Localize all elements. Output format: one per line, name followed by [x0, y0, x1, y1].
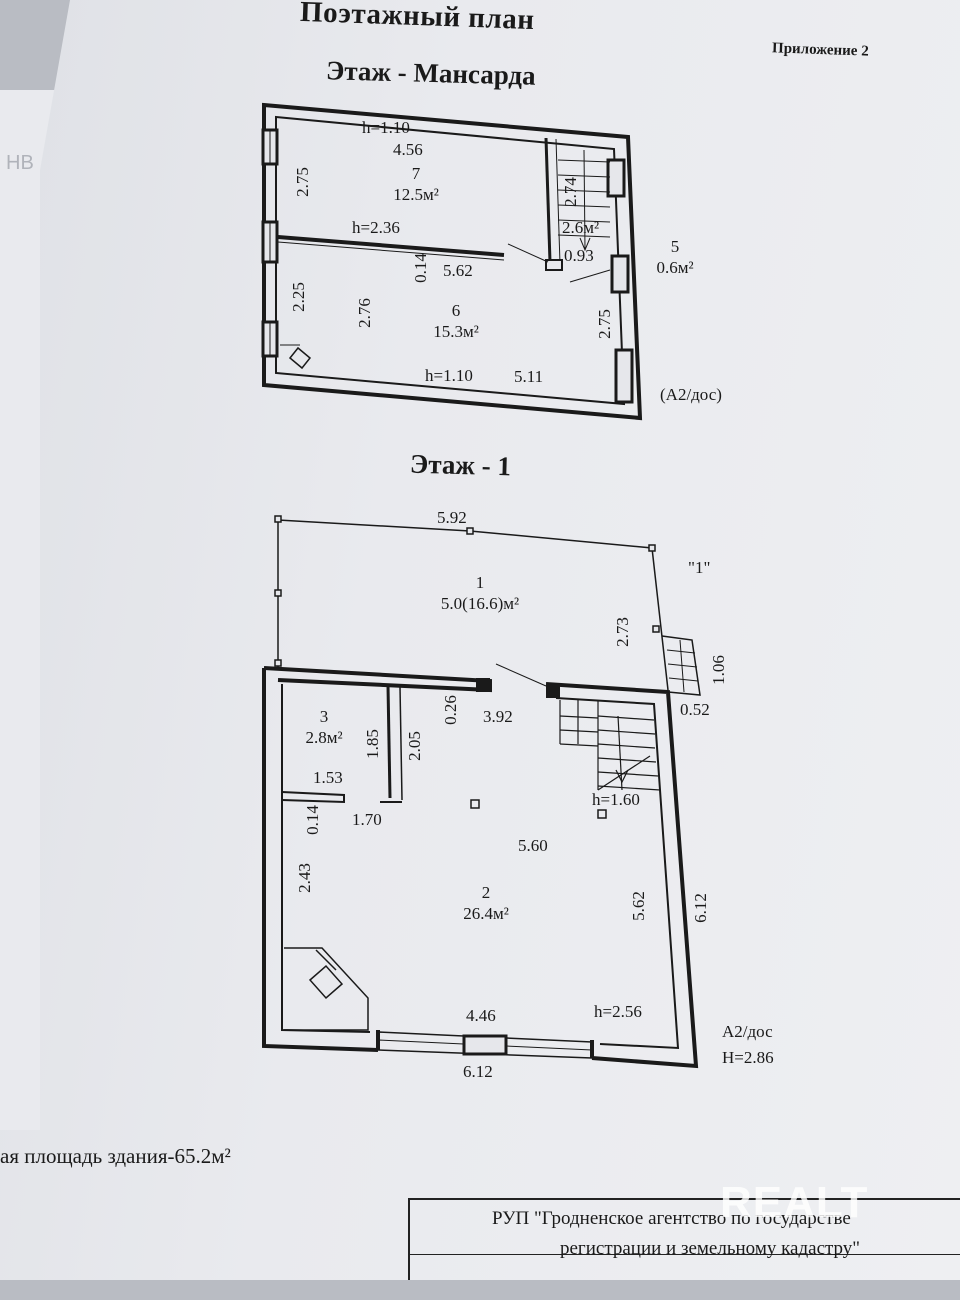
floor1-total-height: H=2.86 [722, 1048, 774, 1067]
closet-length-dim: 1.70 [352, 810, 382, 829]
floor1-material-mark: А2/дос [722, 1022, 773, 1041]
room-1-label: 1 5.0(16.6)м² [410, 572, 550, 614]
room-6-label: 6 15.3м² [424, 300, 488, 342]
porch-width-dim: 0.52 [680, 700, 710, 719]
bottom-inner-dim: 4.46 [466, 1006, 496, 1025]
attic-left-bottom-dim: 2.25 [288, 282, 308, 312]
background-page-text: НВ [6, 152, 34, 174]
outer-right-dim: 6.12 [690, 893, 710, 923]
room-3-label: 3 2.8м² [294, 706, 354, 748]
attic-right-bottom-dim: 2.75 [594, 309, 614, 339]
stamp-divider [410, 1254, 960, 1255]
attic-landing-dim: 0.93 [564, 246, 594, 265]
floor1-plan [262, 515, 701, 1069]
porch-label: "1" [688, 558, 711, 577]
door-span-dim: 3.92 [483, 707, 513, 726]
attic-partition-height: h=2.36 [352, 218, 400, 237]
floor1-label: Этаж - 1 [409, 448, 512, 482]
closet-wall-thickness: 0.14 [302, 805, 322, 835]
room-5-area: 0.6м² [656, 258, 694, 277]
attic-bottom-length: 5.11 [514, 367, 544, 386]
stair-height-dim: h=1.60 [592, 790, 640, 809]
attic-top-length: 4.56 [393, 140, 423, 159]
room-2-label: 2 26.4м² [446, 882, 526, 924]
bottom-outer-dim: 6.12 [463, 1062, 493, 1081]
room-1-area: 5.0(16.6)м² [440, 594, 520, 613]
room-2-area: 26.4м² [463, 904, 509, 923]
room-5-label: 5 0.6м² [650, 236, 700, 278]
org-name-line-2: регистрации и земельному кадастру" [560, 1238, 861, 1259]
room-7-area: 12.5м² [393, 185, 439, 204]
wall-stub-dim: 0.26 [440, 695, 460, 725]
ceiling-height-dim: h=2.56 [594, 1002, 642, 1021]
porch-height-dim: 1.06 [708, 655, 728, 685]
veranda-right-dim: 2.73 [612, 617, 632, 647]
org-name-line-1: РУП "Гродненское агентство по государств… [492, 1208, 851, 1229]
attic-stair-area: 2.6м² [562, 218, 600, 237]
attic-partition-thickness: 0.14 [410, 253, 430, 283]
attic-inner-left-dim: 2.76 [354, 298, 374, 328]
room-6-area: 15.3м² [433, 322, 479, 341]
attic-left-top-dim: 2.75 [292, 167, 312, 197]
room-1-number: 1 [475, 573, 485, 592]
attic-plan [261, 102, 643, 421]
stamp-box [408, 1198, 960, 1280]
closet-height-dim: 1.85 [362, 729, 382, 759]
room-5-number: 5 [670, 237, 680, 256]
realt-watermark: REALT [720, 1178, 869, 1227]
room-2-number: 2 [481, 883, 491, 902]
attic-partition-length: 5.62 [443, 261, 473, 280]
veranda-top-dim: 5.92 [437, 508, 467, 527]
attic-top-height: h=1.10 [362, 118, 410, 137]
total-area: ая площадь здания-65.2м² [0, 1144, 231, 1168]
attic-floor-label: Этаж - Мансарда [325, 55, 537, 91]
room-3-number: 3 [319, 707, 329, 726]
closet-wall-dim: 2.05 [404, 731, 424, 761]
attic-material-mark: (А2/дос) [660, 385, 722, 404]
inner-height-dim: 5.62 [628, 891, 648, 921]
room-7-number: 7 [411, 164, 421, 183]
inner-width-dim: 5.60 [518, 836, 548, 855]
attic-bottom-height: h=1.10 [425, 366, 473, 385]
appendix-label: Приложение 2 [771, 40, 870, 60]
closet-width-dim: 1.53 [313, 768, 343, 787]
room-6-number: 6 [451, 301, 461, 320]
attic-stair-length: 2.74 [560, 177, 580, 207]
room-7-label: 7 12.5м² [384, 163, 448, 205]
room-3-area: 2.8м² [305, 728, 343, 747]
left-height-dim: 2.43 [294, 863, 314, 893]
